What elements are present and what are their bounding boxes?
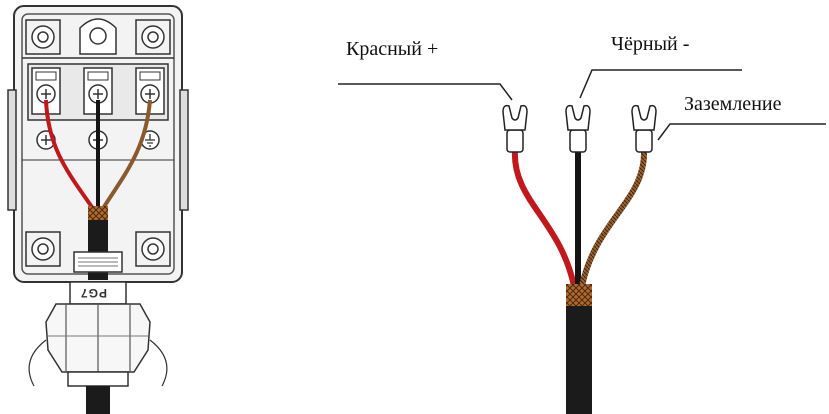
box-side-rib-left (7, 89, 17, 211)
fork-terminal-icon (502, 104, 528, 131)
fork-terminal-icon (631, 104, 657, 131)
mounting-screw-icon (135, 19, 171, 55)
crimp-sleeve-red (506, 129, 524, 153)
gland-outline (149, 339, 168, 387)
label-red-wire: Красный + (346, 38, 439, 60)
box-red-wire (44, 99, 96, 212)
gland-outline (28, 339, 47, 387)
red-wire (511, 149, 577, 287)
mounting-screw-icon (25, 19, 61, 55)
box-output-cable (86, 386, 110, 414)
center-tab (79, 18, 117, 55)
mounting-screw-icon (25, 231, 61, 267)
crimp-sleeve-ground (635, 129, 653, 153)
box-side-rib-right (179, 89, 189, 211)
ground-wire (579, 149, 648, 287)
crimp-sleeve-black (569, 129, 587, 153)
box-cable-braid (88, 206, 108, 220)
leader-line-black (579, 69, 742, 99)
label-ground-wire: Заземление (684, 93, 782, 115)
ground-terminal-marker-icon (140, 130, 160, 150)
fork-terminal-icon (565, 104, 591, 131)
cable-breakout (338, 69, 826, 414)
box-ground-wire (100, 99, 152, 212)
shield-braid (566, 284, 592, 306)
junction-box (7, 5, 189, 414)
gland-marking: PG7 (80, 286, 108, 300)
leader-line-ground (657, 123, 826, 141)
gland-cap (67, 371, 129, 387)
label-black-wire: Чёрный - (611, 33, 690, 55)
main-cable (566, 306, 592, 414)
leader-line-red (338, 83, 513, 101)
mounting-screw-icon (135, 231, 171, 267)
